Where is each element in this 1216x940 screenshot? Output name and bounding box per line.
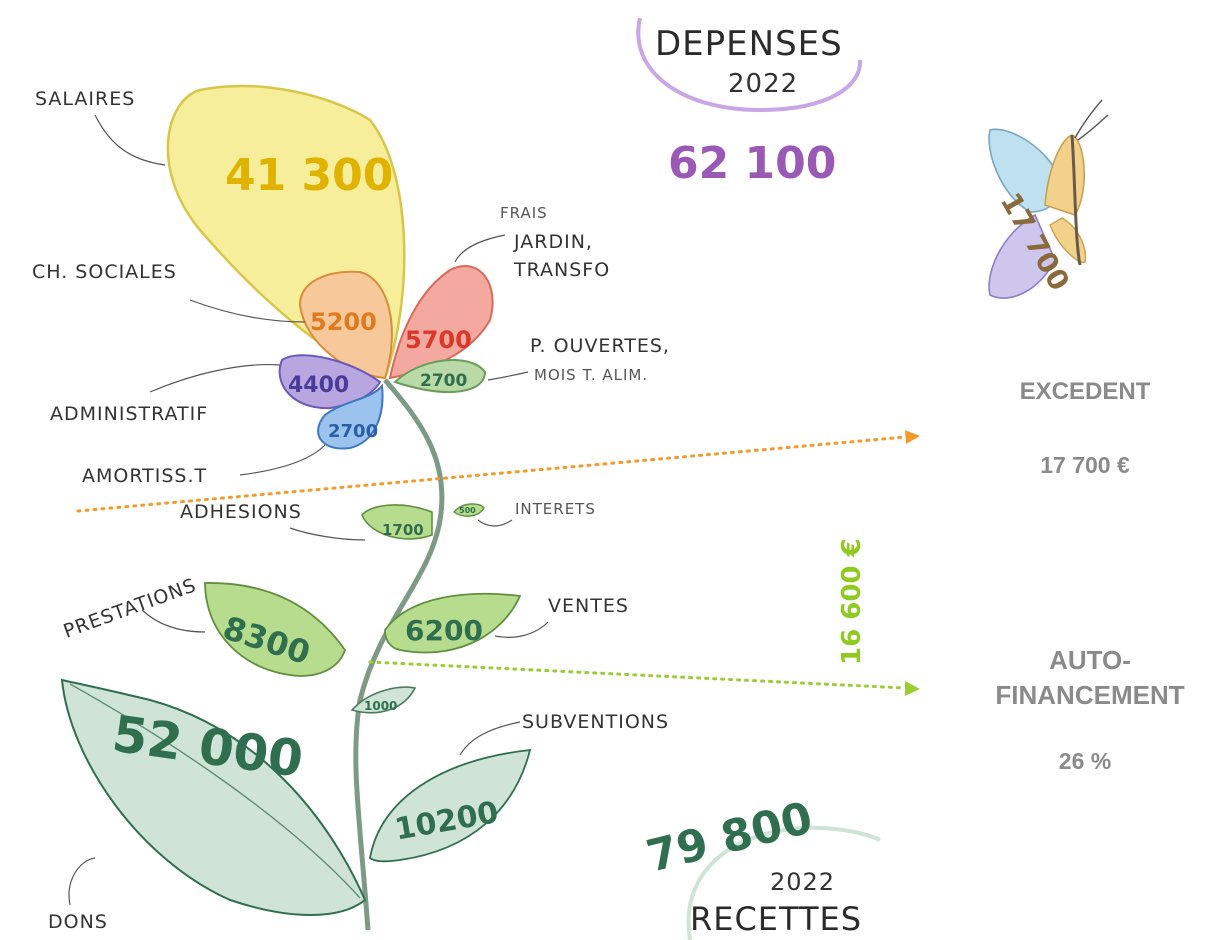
leader-ch-sociales <box>189 299 306 323</box>
depenses-purple-arc <box>636 17 863 113</box>
excedent-value: 17 700 € <box>1040 452 1130 478</box>
value-amortiss: 2700 <box>328 421 378 442</box>
value-ventes: 6200 <box>405 614 483 647</box>
leaf-dons-vein <box>69 683 361 899</box>
value-frais: 5700 <box>405 326 472 354</box>
leader-ventes <box>494 621 549 638</box>
label-subventions: SUBVENTIONS <box>522 711 669 733</box>
petal-ch-sociales <box>298 270 393 380</box>
leader-adhesions <box>289 527 366 541</box>
green-arrowhead <box>905 681 920 696</box>
petal-p-ouvertes <box>393 359 487 393</box>
label-amortiss: AMORTISS.T <box>82 465 207 487</box>
label-frais-1: FRAIS <box>500 204 548 222</box>
leader-prestations <box>141 609 206 633</box>
leader-salaires <box>94 114 166 166</box>
label-frais-3: TRANSFO <box>513 259 610 281</box>
label-adhesions: ADHESIONS <box>180 501 302 523</box>
label-frais-2: JARDIN, <box>513 231 593 253</box>
label-dons: DONS <box>48 911 108 933</box>
leaf-subventions <box>369 748 532 863</box>
autofinancement-value: 26 % <box>1058 748 1112 774</box>
leaf-ventes <box>384 592 522 654</box>
orange-arrowhead <box>905 430 920 444</box>
leader-interets <box>477 519 513 527</box>
label-salaires: SALAIRES <box>35 88 135 110</box>
label-interets: INTERETS <box>515 500 596 518</box>
depenses-year: 2022 <box>728 69 798 99</box>
label-prestations: PRESTATIONS <box>61 574 200 642</box>
leaf-interets <box>453 503 485 517</box>
recettes-title: RECETTES <box>690 900 862 938</box>
value-ch-sociales: 5200 <box>310 308 377 336</box>
label-ch-sociales: CH. SOCIALES <box>32 261 177 283</box>
leaf-small <box>350 686 417 714</box>
value-adhesions: 1700 <box>382 521 424 539</box>
vertical-amount: 16 600 € <box>837 538 867 665</box>
value-interets: 500 <box>459 506 476 515</box>
leader-dons <box>68 857 96 906</box>
label-p-ouvertes-2: MOIS T. ALIM. <box>534 366 648 384</box>
petal-amortiss <box>317 383 384 450</box>
recettes-year: 2022 <box>770 868 835 896</box>
leaf-prestations <box>204 582 346 677</box>
value-p-ouvertes: 2700 <box>420 371 467 391</box>
recettes-arc <box>686 825 881 940</box>
leader-subventions <box>459 721 521 756</box>
label-p-ouvertes-1: P. OUVERTES, <box>530 335 670 357</box>
autofinancement-title-1: AUTO- <box>1049 645 1131 675</box>
green-dotted-arrow <box>368 660 907 690</box>
depenses-total: 62 100 <box>668 138 836 189</box>
label-administratif: ADMINISTRATIF <box>50 403 208 425</box>
value-small-leaf: 1000 <box>364 699 397 713</box>
orange-dotted-arrow <box>76 435 907 513</box>
leader-amortiss <box>239 444 326 476</box>
leaf-adhesions <box>361 504 433 540</box>
excedent-title: EXCEDENT <box>1019 378 1151 405</box>
butterfly-icon <box>988 99 1109 299</box>
leader-frais <box>454 234 506 263</box>
leader-p-ouvertes <box>487 371 529 381</box>
leader-administratif <box>149 363 281 393</box>
leaf-dons <box>60 678 367 916</box>
autofinancement-title-2: FINANCEMENT <box>995 680 1185 710</box>
value-administratif: 4400 <box>288 373 349 398</box>
depenses-title: DEPENSES <box>655 24 843 64</box>
value-salaires: 41 300 <box>225 150 393 201</box>
label-ventes: VENTES <box>548 595 629 617</box>
